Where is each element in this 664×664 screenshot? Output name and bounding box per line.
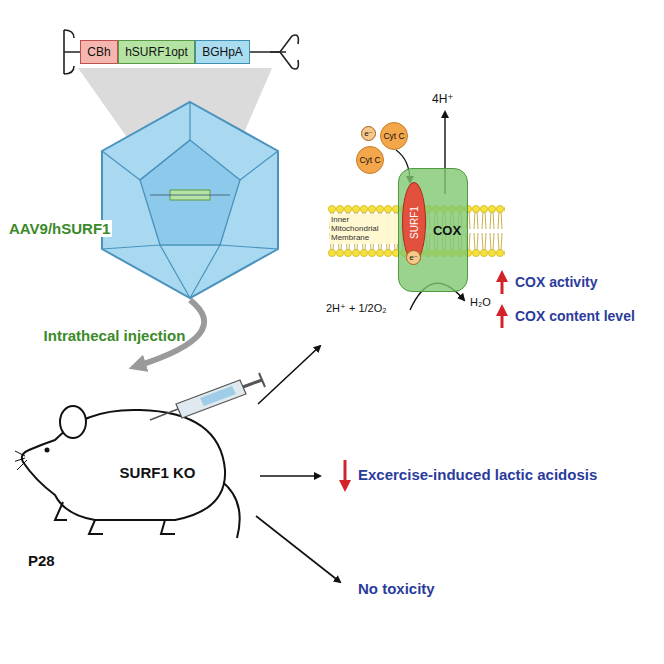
outcome-text: COX activity <box>515 274 597 290</box>
node-text: e⁻ <box>364 129 373 138</box>
node-text: e⁻ <box>409 253 418 262</box>
membrane-label: Inner Mitochondrial Membrane <box>330 214 398 244</box>
age-label: P28 <box>28 552 55 569</box>
node-text: hSURF1opt <box>125 45 188 59</box>
node-text: COX <box>433 223 461 238</box>
node-text: CBh <box>87 45 110 59</box>
reactant-label: 2H⁺ + 1/2O₂ <box>326 302 387 315</box>
transgene-box: hSURF1opt <box>118 40 195 64</box>
electron-circle: e⁻ <box>406 250 421 265</box>
outcome-text: No toxicity <box>358 580 435 597</box>
capsid-shape <box>100 100 280 300</box>
promoter-box: CBh <box>80 40 118 64</box>
product-label: H₂O <box>470 296 491 308</box>
node-text: BGHpA <box>202 45 243 59</box>
vector-label: AAV9/hSURF1 <box>7 220 112 237</box>
node-text: Cyt C <box>359 155 380 165</box>
cytc-circle: Cyt C <box>380 122 408 150</box>
polya-box: BGHpA <box>195 40 250 64</box>
aav-capsid: AAV9/hSURF1 <box>100 100 280 300</box>
mouse-figure: SURF1 KO <box>15 370 250 545</box>
cytc-circle: Cyt C <box>356 146 384 174</box>
node-text: Cyt C <box>383 131 404 141</box>
outcome-text: COX content level <box>515 308 635 324</box>
electron-circle: e⁻ <box>361 126 376 141</box>
proton-label: 4H⁺ <box>432 92 454 106</box>
outcome-text: Excercise-induced lactic acidosis <box>358 466 597 483</box>
node-text: SURF1 <box>409 206 420 239</box>
mouse-outline <box>15 370 250 545</box>
model-label: SURF1 KO <box>120 464 196 481</box>
edge-label: Intrathecal injection <box>44 327 186 344</box>
